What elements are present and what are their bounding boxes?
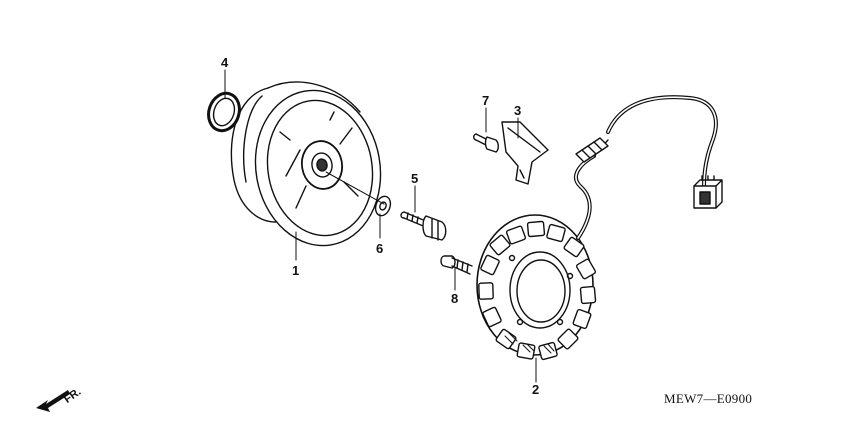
connector (693, 175, 723, 209)
flywheel-part (230, 81, 382, 247)
front-arrow-icon (36, 390, 70, 412)
small-bolt-part (473, 133, 499, 153)
callout-3: 3 (514, 103, 522, 118)
drawing-code: MEW7—E0900 (664, 391, 753, 406)
stator-part (476, 214, 597, 361)
callout-8: 8 (451, 291, 459, 306)
callout-2: 2 (532, 382, 540, 397)
callout-4: 4 (221, 55, 229, 70)
callout-5: 5 (411, 171, 419, 186)
o-ring-part (207, 91, 241, 133)
socket-bolt-part (440, 255, 473, 275)
callout-1: 1 (292, 263, 300, 278)
flange-bolt-part (400, 211, 447, 241)
grommet (575, 137, 609, 163)
leader-hub-washer (325, 171, 385, 205)
callout-6: 6 (376, 241, 384, 256)
wire-clamp-part (501, 121, 549, 185)
leader-lines (224, 69, 537, 383)
callout-7: 7 (482, 93, 490, 108)
wire-harness (574, 95, 723, 240)
